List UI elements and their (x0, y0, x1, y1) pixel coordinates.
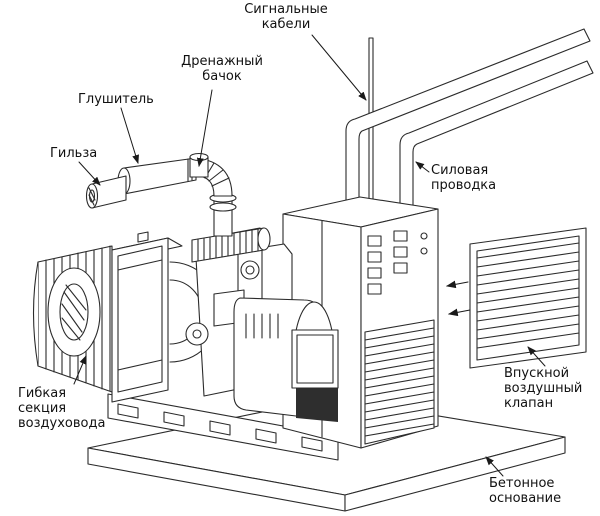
label-line: Сигнальные (244, 2, 328, 17)
label-line: Глушитель (78, 92, 154, 107)
intake-louver-panel-drawing (469, 227, 587, 369)
label-concrete-base: Бетонное основание (489, 476, 561, 506)
label-signal-cables: Сигнальные кабели (236, 2, 336, 32)
label-line: Силовая (431, 163, 489, 178)
label-flexible-duct-section: Гибкая секция воздуховода (18, 386, 105, 431)
label-line: воздуховода (18, 416, 106, 432)
label-intake-air-valve: Впускной воздушный клапан (504, 366, 582, 411)
label-line: клапан (504, 396, 554, 412)
airflow-arrows (445, 280, 471, 317)
muffler-assembly-drawing (85, 152, 237, 237)
alternator-drawing (233, 297, 339, 422)
label-power-wiring: Силовая проводка (431, 163, 496, 193)
label-line: воздушный (504, 381, 583, 397)
label-line: Бетонное (489, 476, 555, 491)
label-line: проводка (431, 178, 497, 194)
skid-frame-drawing (107, 393, 339, 461)
label-line: кабели (261, 17, 311, 33)
leader-arrows (73, 34, 546, 477)
radiator-drawing (111, 231, 183, 403)
label-sleeve: Гильза (50, 146, 97, 161)
exhaust-pipes-drawing (345, 28, 594, 215)
label-line: Дренажный (181, 54, 263, 69)
flexible-duct-drawing (32, 245, 113, 393)
label-line: секция (18, 401, 67, 417)
label-line: Впускной (504, 366, 570, 381)
label-line: бачок (202, 69, 242, 85)
label-line: Гибкая (18, 386, 67, 401)
label-line: основание (489, 491, 562, 507)
label-drain-tank: Дренажный бачок (178, 54, 266, 84)
label-muffler: Глушитель (78, 92, 154, 107)
label-line: Гильза (50, 146, 98, 161)
